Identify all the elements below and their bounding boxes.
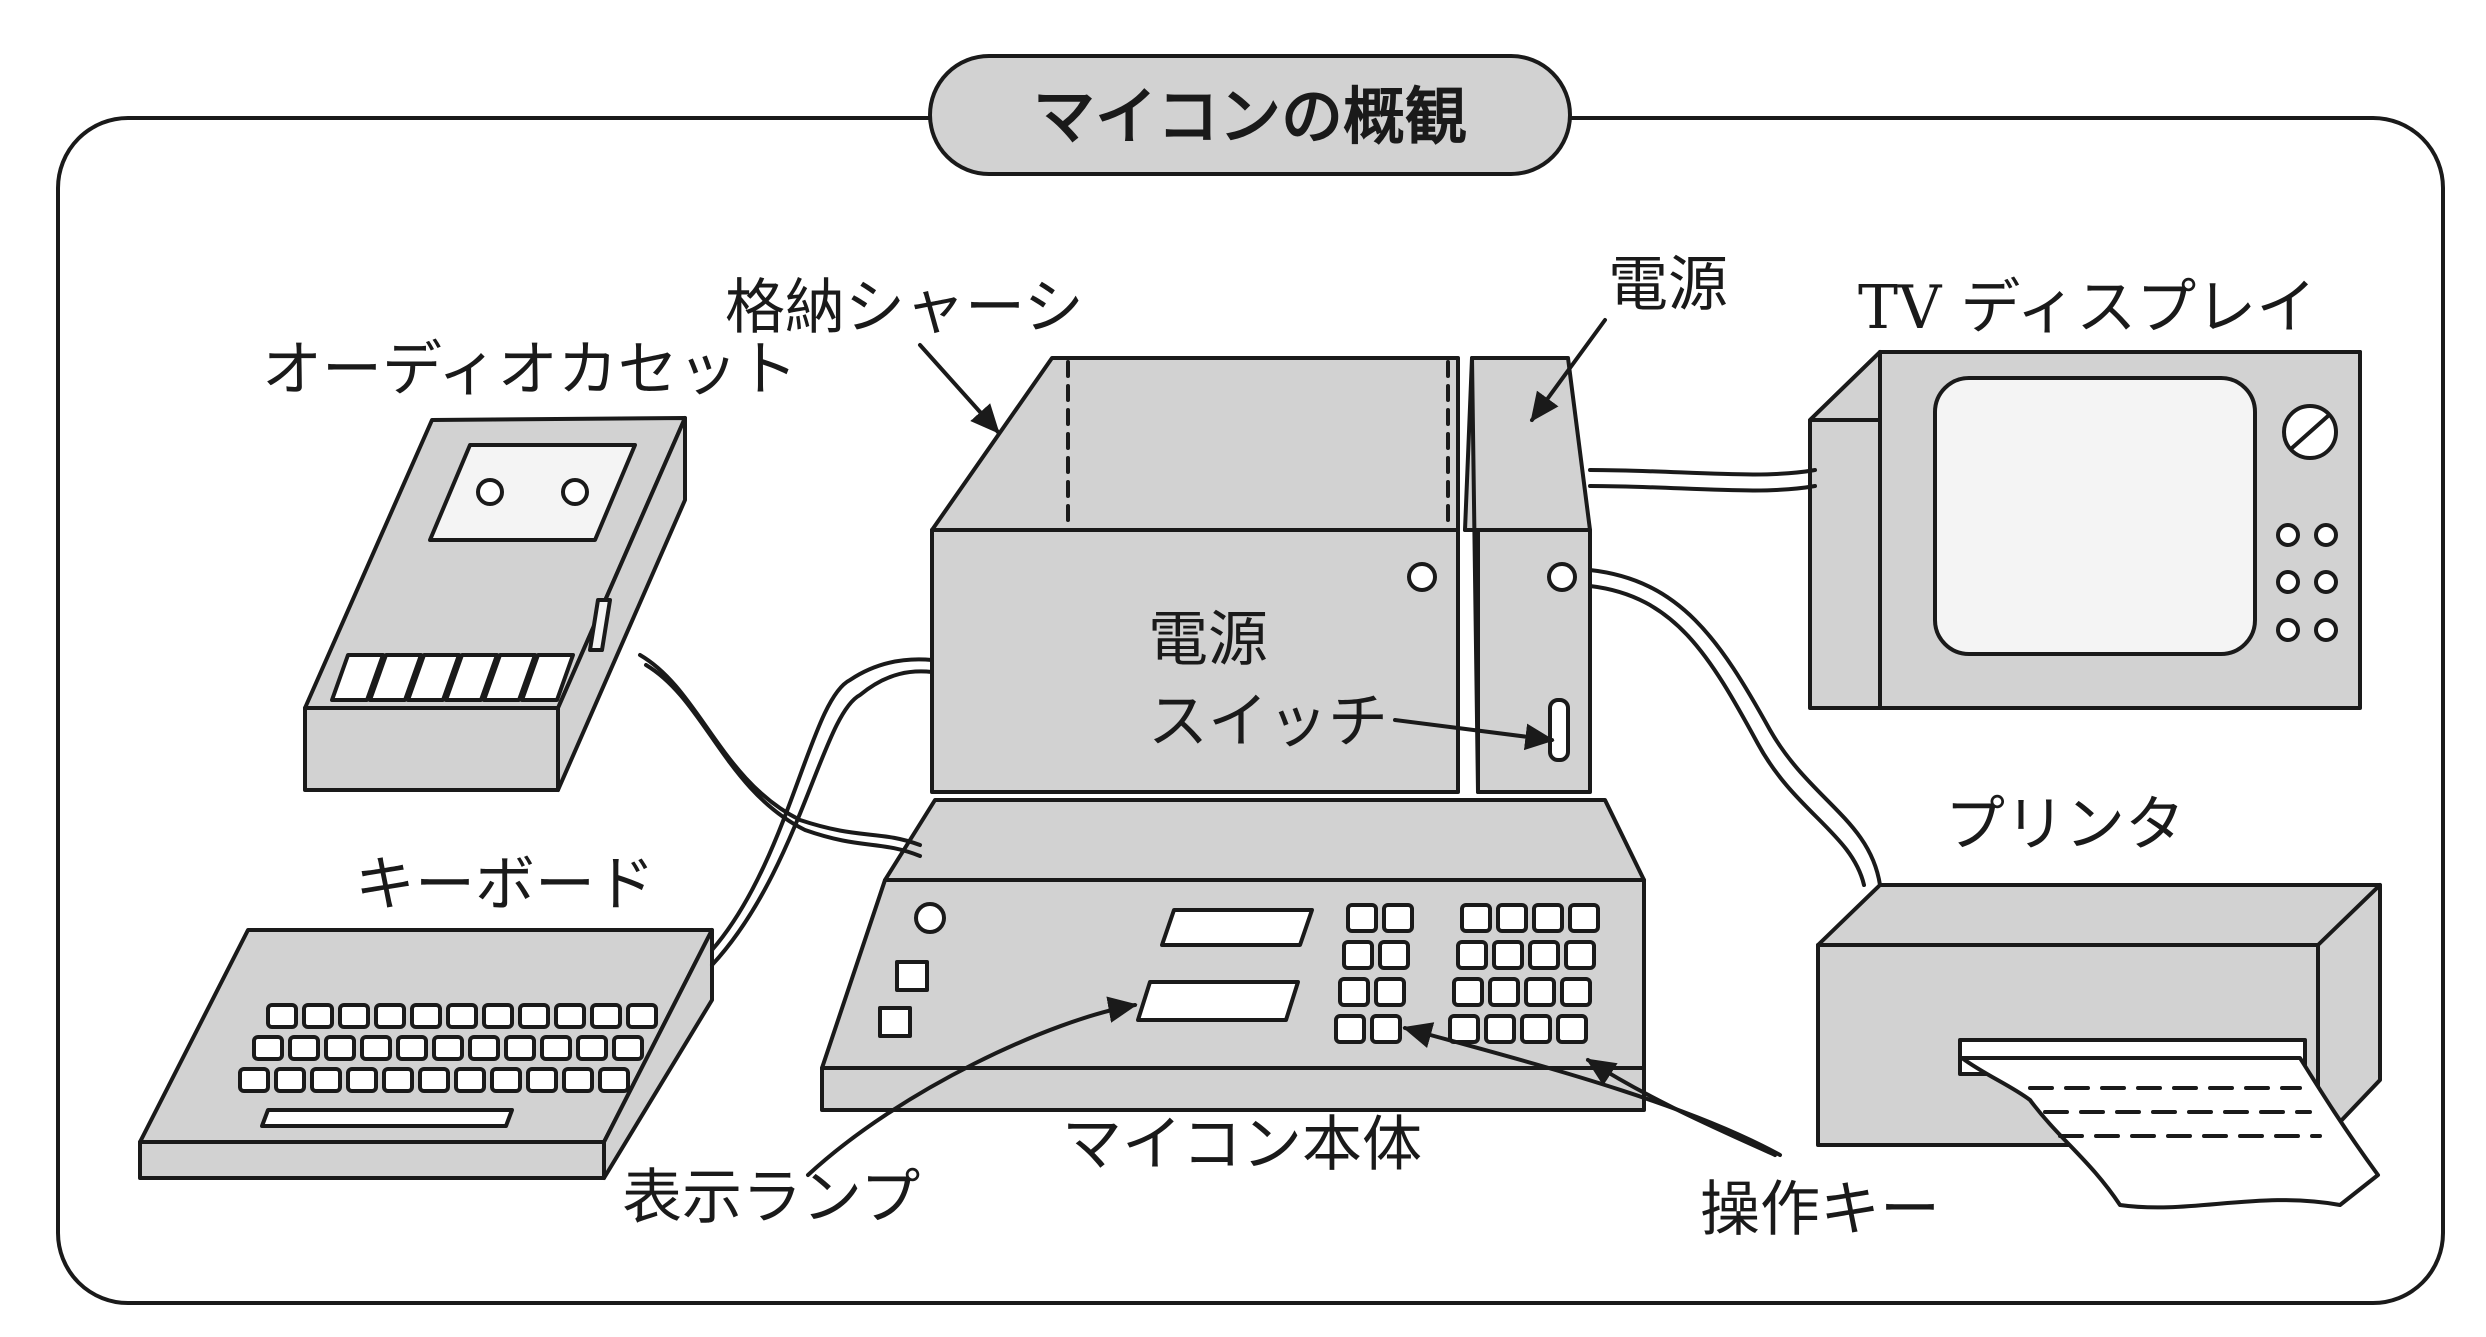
keyboard-key [288, 1035, 320, 1061]
keyboard-key [576, 1035, 608, 1061]
title-badge: マイコンの概観 [928, 54, 1572, 176]
keyboard-key [468, 1035, 500, 1061]
keyboard-key [302, 1003, 334, 1029]
label-power-top: 電源 [1608, 250, 1728, 320]
label-arrows [806, 318, 1782, 1177]
keyboard-key [252, 1035, 284, 1061]
operation-key [1460, 903, 1492, 933]
operation-key [1496, 903, 1528, 933]
operation-key [1484, 1014, 1516, 1044]
operation-key [1564, 940, 1596, 970]
keyboard-key [454, 1067, 486, 1093]
keyboard-key [310, 1067, 342, 1093]
keyboard-key [266, 1003, 298, 1029]
operation-key [1378, 940, 1410, 970]
keyboard-key [396, 1035, 428, 1061]
keyboard-key [626, 1003, 658, 1029]
label-main-unit: マイコン本体 [1062, 1110, 1422, 1180]
operation-key [1382, 903, 1414, 933]
keyboard-key [382, 1067, 414, 1093]
operation-key [1334, 1014, 1366, 1044]
connection-cables [638, 468, 1882, 967]
label-chassis: 格納シャーシ [725, 273, 1084, 343]
cassette-keys [330, 653, 575, 702]
keyboard-keys [238, 1003, 658, 1093]
label-printer: プリンタ [1945, 790, 2185, 860]
power-switch [1548, 698, 1570, 762]
keyboard [138, 928, 714, 1180]
keyboard-key [374, 1003, 406, 1029]
power-supply-box [1463, 356, 1592, 794]
operation-key [1568, 903, 1600, 933]
storage-chassis [930, 356, 1460, 794]
label-power-switch-line1: 電源 [1148, 605, 1268, 675]
keyboard-key [504, 1035, 536, 1061]
operation-key [1374, 977, 1406, 1007]
keyboard-key [274, 1067, 306, 1093]
keyboard-key [490, 1067, 522, 1093]
keyboard-key [612, 1035, 644, 1061]
printer [1816, 883, 2382, 1210]
keyboard-key [410, 1003, 442, 1029]
operation-key [1492, 940, 1524, 970]
keyboard-key [590, 1003, 622, 1029]
microcomputer-main-unit [820, 798, 1646, 1112]
operation-key [1556, 1014, 1588, 1044]
operation-key [1528, 940, 1560, 970]
operation-key [1456, 940, 1488, 970]
tv-display [1808, 350, 2362, 710]
keyboard-key [346, 1067, 378, 1093]
keyboard-key [324, 1035, 356, 1061]
keyboard-key [554, 1003, 586, 1029]
keyboard-key [482, 1003, 514, 1029]
operation-key [1524, 977, 1556, 1007]
operation-key [1448, 1014, 1480, 1044]
operation-key [1452, 977, 1484, 1007]
label-display-lamp: 表示ランプ [622, 1163, 920, 1233]
operation-key [1520, 1014, 1552, 1044]
keyboard-key [418, 1067, 450, 1093]
keyboard-key [598, 1067, 630, 1093]
label-tv-display: TV ディスプレイ [1858, 273, 2316, 343]
operation-key [1338, 977, 1370, 1007]
keyboard-key [446, 1003, 478, 1029]
keyboard-key [360, 1035, 392, 1061]
keyboard-key [526, 1067, 558, 1093]
operation-key [1532, 903, 1564, 933]
keyboard-key [562, 1067, 594, 1093]
keyboard-key [338, 1003, 370, 1029]
operation-key [1342, 940, 1374, 970]
diagram-title: マイコンの概観 [1033, 80, 1467, 153]
audio-cassette [303, 416, 687, 792]
label-power-switch-line2: スイッチ [1148, 687, 1388, 757]
operation-key [1560, 977, 1592, 1007]
operation-key [1370, 1014, 1402, 1044]
keyboard-key [238, 1067, 270, 1093]
keyboard-key [432, 1035, 464, 1061]
keyboard-key [540, 1035, 572, 1061]
operation-key-grid [1334, 903, 1600, 1044]
operation-key [1488, 977, 1520, 1007]
label-operation-keys: 操作キー [1700, 1175, 1940, 1245]
label-audio-cassette: オーディオカセット [262, 335, 798, 405]
operation-key [1346, 903, 1378, 933]
keyboard-key [518, 1003, 550, 1029]
label-keyboard: キーボード [355, 850, 655, 920]
